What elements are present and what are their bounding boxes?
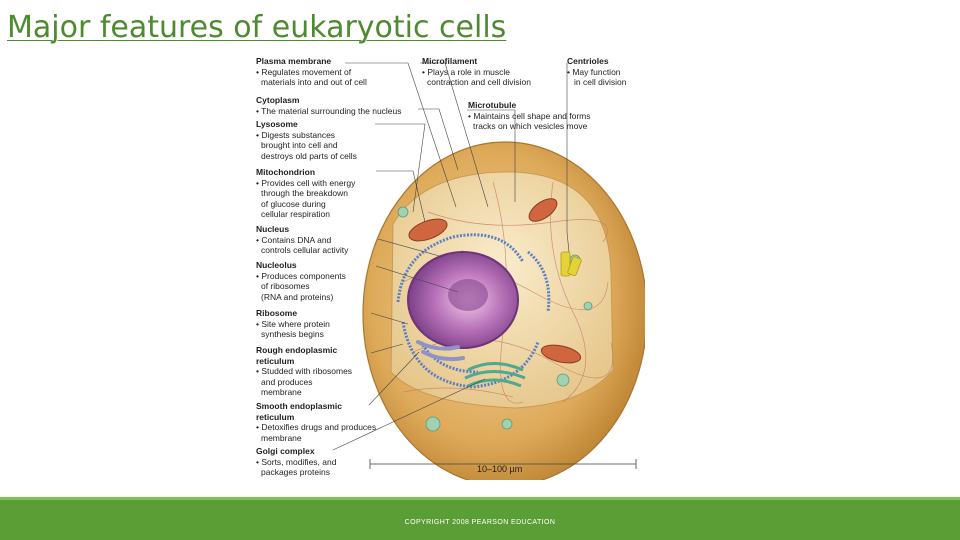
label-centrioles: Centrioles • May function in cell divisi… [567, 56, 626, 88]
label-mitochondrion: Mitochondrion • Provides cell with energ… [256, 167, 355, 220]
label-cytoplasm: Cytoplasm • The material surrounding the… [256, 95, 402, 116]
label-lysosome: Lysosome • Digests substances brought in… [256, 119, 357, 161]
label-plasma-membrane: Plasma membrane • Regulates movement of … [256, 56, 367, 88]
nucleolus [448, 279, 488, 311]
label-microfilament: Microfilament • Plays a role in muscle c… [422, 56, 531, 88]
footer-accent-line [0, 497, 960, 500]
label-nucleolus: Nucleolus • Produces components of ribos… [256, 260, 346, 302]
copyright-notice: COPYRIGHT 2008 PEARSON EDUCATION [0, 519, 960, 526]
label-nucleus: Nucleus • Contains DNA and controls cell… [256, 224, 348, 256]
label-microtubule: Microtubule • Maintains cell shape and f… [468, 100, 591, 132]
label-smooth-er: Smooth endoplasmic reticulum • Detoxifie… [256, 401, 376, 443]
label-rough-er: Rough endoplasmic reticulum • Studded wi… [256, 345, 352, 398]
label-golgi-complex: Golgi complex • Sorts, modifies, and pac… [256, 446, 336, 478]
label-ribosome: Ribosome • Site where protein synthesis … [256, 308, 330, 340]
scale-label: 10–100 µm [477, 464, 522, 474]
slide-title: Major features of eukaryotic cells [7, 8, 506, 48]
cell-diagram: Plasma membrane • Regulates movement of … [253, 52, 645, 480]
